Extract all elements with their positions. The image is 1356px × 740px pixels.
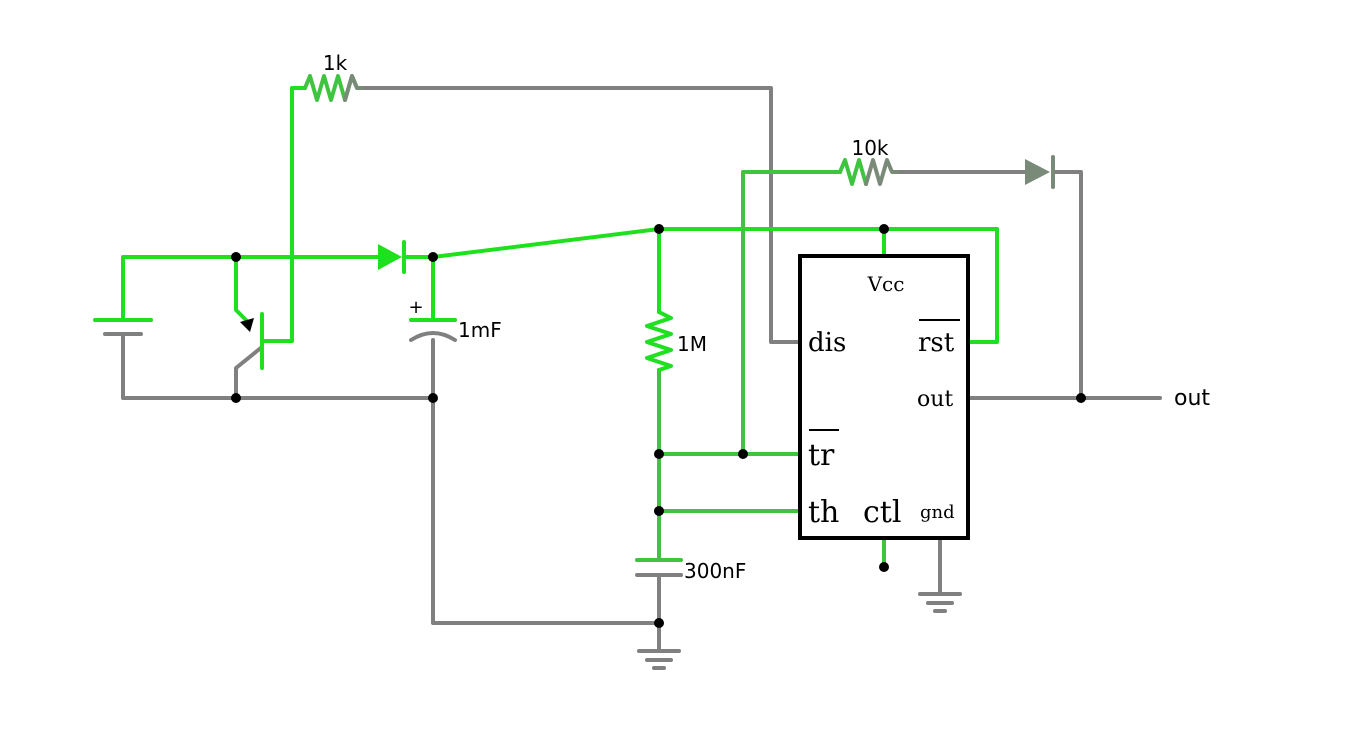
capacitor-300nf-label: 300nF: [684, 559, 746, 583]
wire-battery-plus: [121, 255, 382, 322]
wire-collector: [234, 255, 252, 326]
gray-wires: [121, 86, 1162, 653]
chip-pin-vcc: Vcc: [867, 272, 905, 296]
chip-pin-tr: tr: [808, 438, 835, 473]
wire-base-to-1k: [260, 86, 307, 343]
ground-symbol-right: [918, 592, 962, 613]
wire-battery-ground-rail: [121, 332, 435, 400]
chip-pin-th: th: [808, 495, 839, 530]
resistor-1k-label: 1k: [323, 51, 348, 75]
emitter-arrow-icon: [240, 318, 254, 332]
capacitor-1mf-label: 1mF: [458, 318, 502, 342]
chip-body: [798, 254, 970, 540]
resistor-1m[interactable]: 1M: [645, 310, 707, 372]
chip-pin-dis: dis: [808, 328, 846, 358]
wire-diode-to-out: [1051, 170, 1083, 400]
battery[interactable]: [93, 318, 153, 336]
resistor-10k[interactable]: 10k: [838, 136, 899, 186]
chip-pin-rst: rst: [918, 328, 955, 358]
wire-cap-1mf-ground: [431, 338, 661, 625]
diode-2[interactable]: [1025, 155, 1055, 189]
output-label: out: [1174, 386, 1210, 411]
resistor-10k-label: 10k: [851, 136, 888, 160]
junction-dots: [231, 224, 1086, 628]
capacitor-1mf-plus: +: [408, 297, 423, 318]
chip-pin-gnd: gnd: [920, 502, 955, 523]
resistor-1k[interactable]: 1k: [303, 51, 364, 102]
capacitor-1mf[interactable]: + 1mF: [408, 297, 502, 342]
ground-symbol-left: [637, 649, 681, 670]
wire-vcc-rail: [657, 227, 999, 344]
timer-555-chip[interactable]: Vcc dis rst out tr th ctl gnd: [798, 254, 970, 540]
chip-pin-ctl: ctl: [863, 495, 901, 530]
wire-1k-to-dis: [360, 86, 802, 344]
diode-1[interactable]: [378, 240, 406, 274]
wire-slant-to-vcc: [431, 227, 661, 259]
wire-emitter: [234, 345, 264, 400]
capacitor-300nf[interactable]: 300nF: [635, 558, 746, 583]
transistor[interactable]: [240, 312, 264, 370]
chip-pin-out: out: [917, 387, 953, 412]
resistor-1m-label: 1M: [677, 332, 707, 356]
wire-10k-left: [741, 170, 842, 456]
